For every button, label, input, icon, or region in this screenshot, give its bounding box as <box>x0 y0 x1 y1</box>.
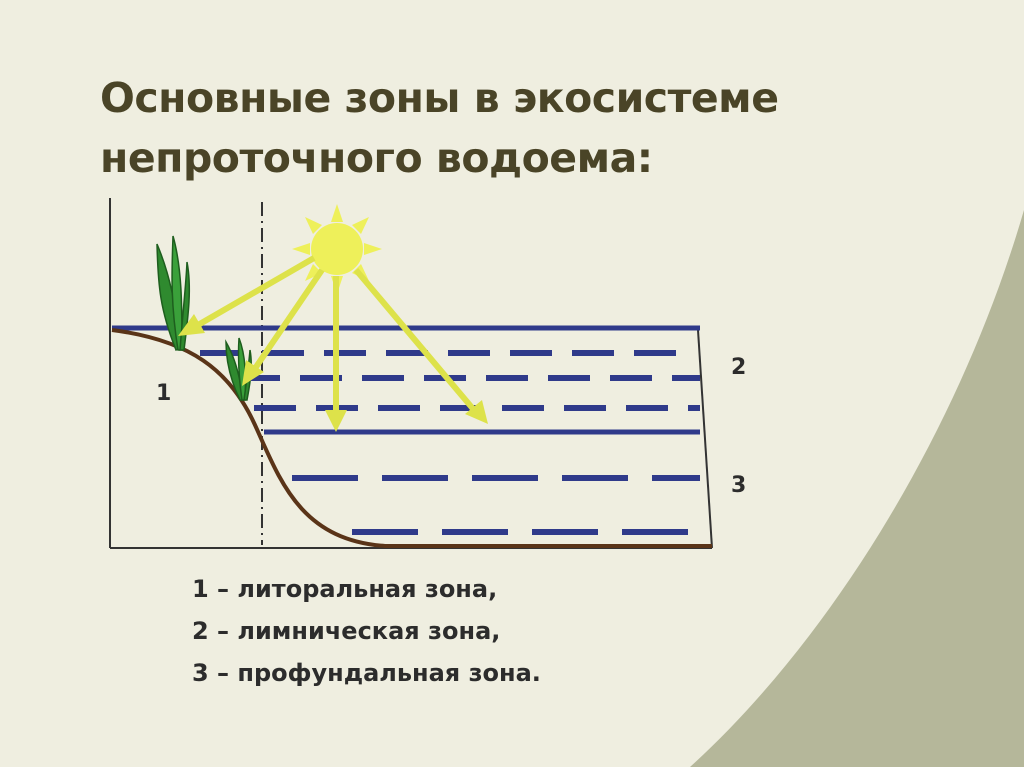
page-title: Основные зоны в экосистеме непроточного … <box>100 68 779 188</box>
right-boundary <box>697 329 713 549</box>
title-line-2: непроточного водоема: <box>100 134 653 182</box>
title-line-1: Основные зоны в экосистеме <box>100 74 779 122</box>
water-plant-icon <box>156 235 191 352</box>
bottom-profile <box>111 328 712 548</box>
legend-item-profundal: 3 – профундальная зона. <box>192 659 541 687</box>
zone-label-littoral: 1 <box>156 381 171 406</box>
legend-item-limnetic: 2 – лимническая зона, <box>192 617 501 645</box>
zone-label-limnetic: 2 <box>731 355 746 380</box>
sun-rays <box>178 255 488 432</box>
zone-label-profundal: 3 <box>731 473 746 498</box>
zone-legend: 1 – литоральная зона, 2 – лимническая зо… <box>192 568 541 694</box>
legend-item-littoral: 1 – литоральная зона, <box>192 575 498 603</box>
